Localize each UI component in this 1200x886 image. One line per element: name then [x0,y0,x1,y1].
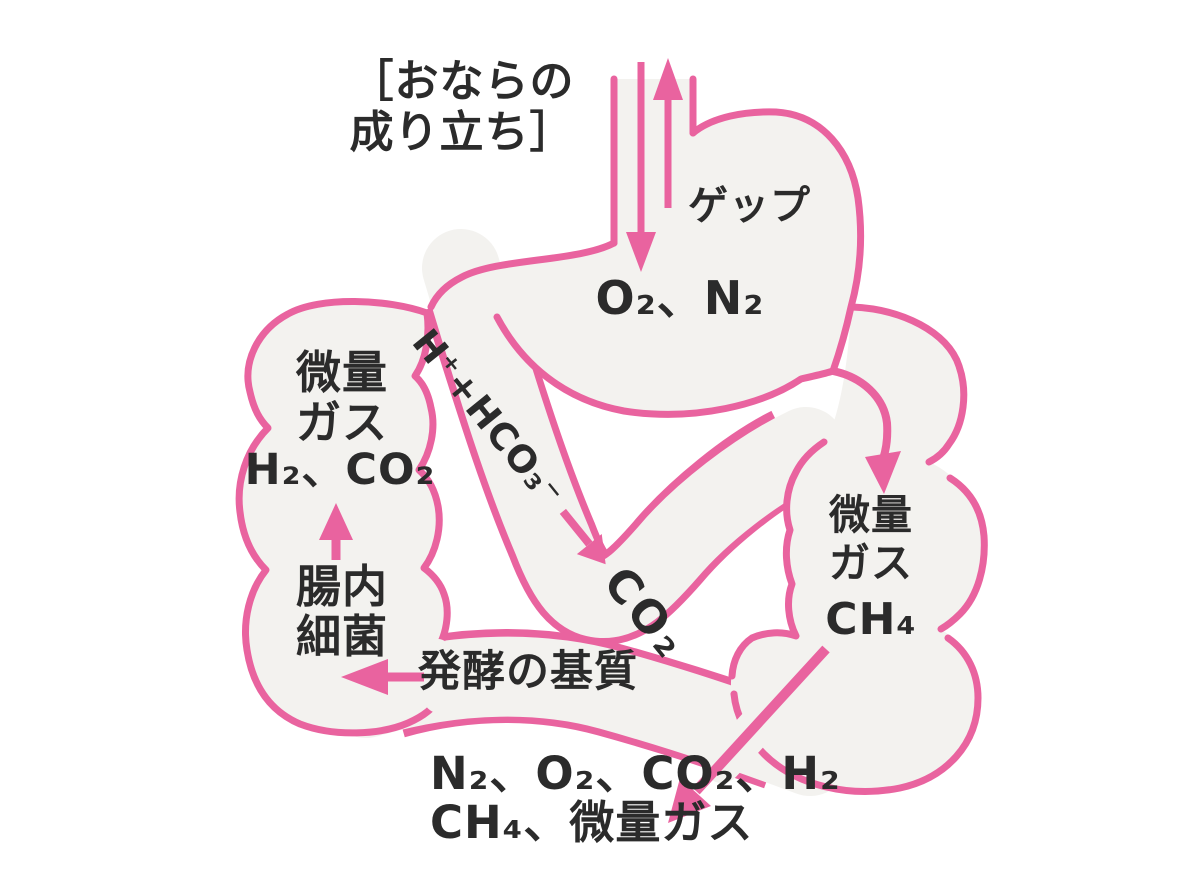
flatus-gases-line2: CH₄、微量ガス [430,796,754,849]
burp-label: ゲップ [688,183,811,229]
stomach-lower-edge [493,313,837,418]
flatus-gases-line1: N₂、O₂、CO₂、H₂ [430,747,841,800]
duodenum-tube [422,229,845,645]
page-title: ［おならの 成り立ち］ [349,56,575,159]
right-trace-gas-label: 微量 ガス [829,491,913,587]
left-gases-label: H₂、CO₂ [244,445,436,495]
stomach-to-colon-arrow [832,367,901,494]
methane-label: CH₄ [825,594,917,645]
left-colon-shape [235,298,451,737]
esophagus-channel [617,79,690,254]
stomach-gases-label: O₂、N₂ [595,271,765,325]
gut-bacteria-label: 腸内 細菌 [295,560,388,663]
right-colon-left-edge [728,438,828,680]
swallow-arrow [626,62,656,272]
right-colon-top-bump [848,303,968,466]
stomach-upper-left-edge [427,239,618,311]
colon-tube-junction-patch [417,639,459,713]
stomach-shape [431,79,861,415]
bacteria-gas-arrow [319,503,353,560]
left-trace-gas-label: 微量 ガス [295,346,388,449]
burp-arrow [653,58,683,208]
stomach-fundus-edge [689,108,865,375]
flatus-exit-arrow [668,645,830,823]
right-colon-mid-bump [937,474,988,633]
fermentation-arrow [341,659,424,695]
fermentation-substrate-label: 発酵の基質 [418,647,638,697]
